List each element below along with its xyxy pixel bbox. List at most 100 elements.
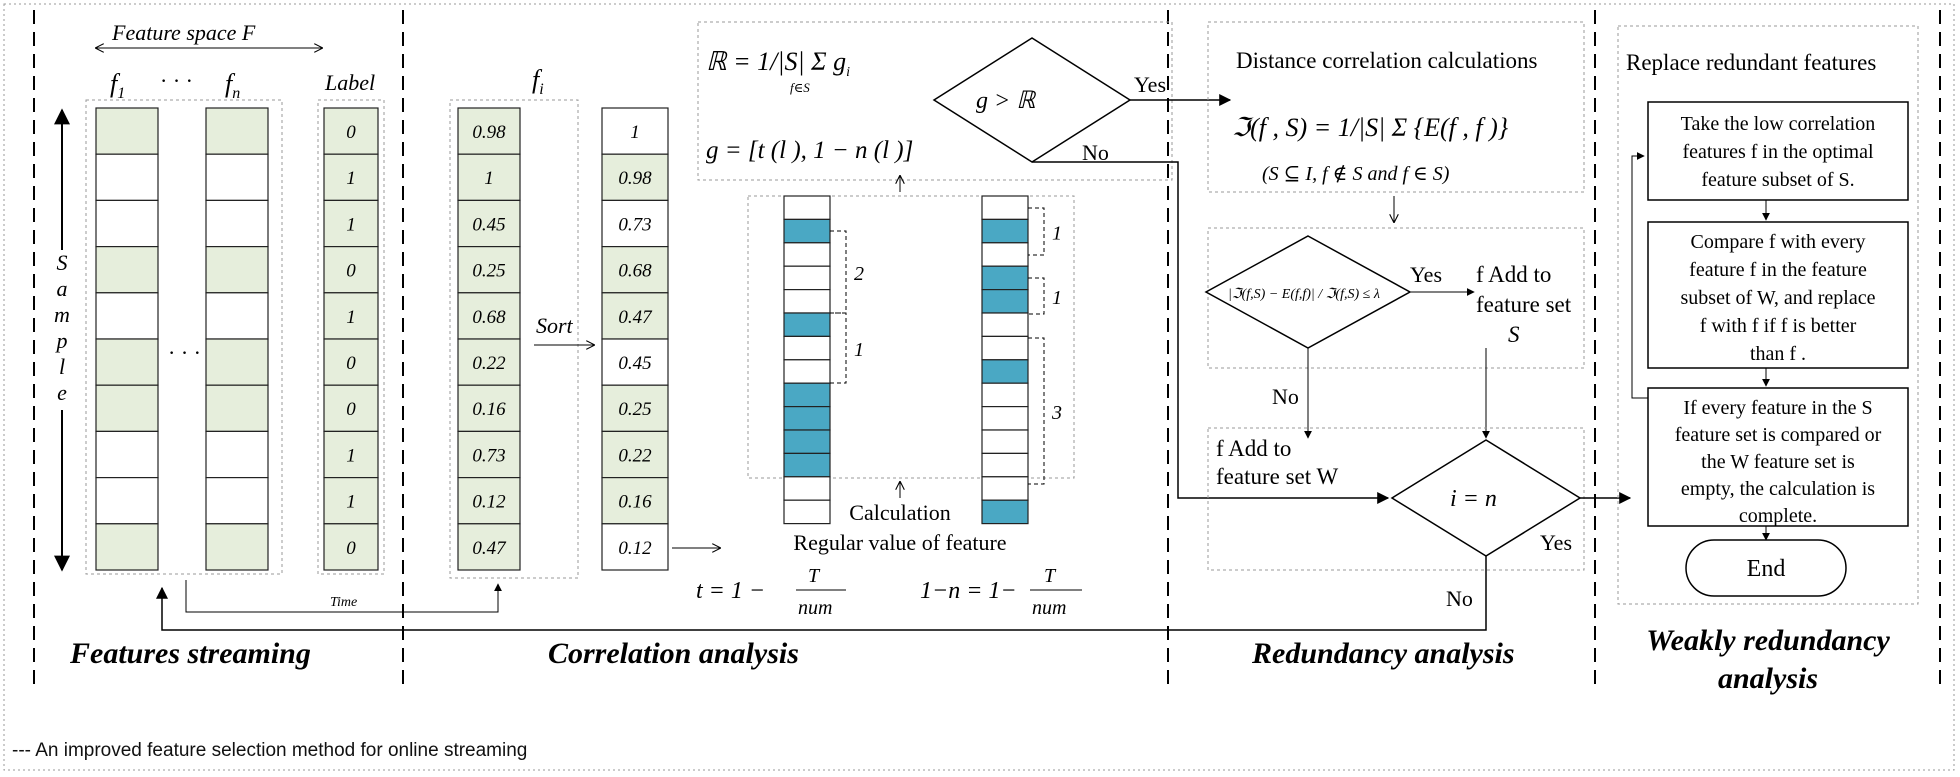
bins-right-column [981,195,1029,525]
sample-label-bg [50,250,74,410]
tv-num: T [808,565,821,587]
colUnsorted-cell [457,199,521,248]
colSorted-value: 0.68 [618,261,652,282]
gap-label: 2 [854,263,864,285]
colA-cell [95,246,159,294]
binsLeft-bin [783,452,831,478]
sample-letter: m [54,302,70,327]
colA-cell [95,384,159,433]
colLabel-value: 0 [346,353,356,374]
colSorted-value: 0.98 [618,168,652,189]
wb2-line: feature f in the feature [1689,259,1867,281]
f1-label: f1 [110,69,125,102]
colLabel-cell [323,338,379,386]
colLabel-cell [323,384,379,433]
binsLeft-bin [783,359,831,384]
binsRight-bin [981,476,1029,501]
formula-g: g = [t (l ), 1 − n (l )] [706,137,913,164]
colB-cell [205,430,269,479]
colA-cell [95,477,159,525]
unsorted-border [449,99,579,579]
binsRight-bin [981,218,1029,244]
time-arrow [185,580,502,613]
colB-cell [205,153,269,201]
binsRight-bin [981,265,1029,291]
weak-title: Replace redundant features [1626,50,1876,75]
colA-cell [95,107,159,155]
weak-box-3 [1647,387,1909,527]
weak-box-1-text: Take the low correlation features f in th… [1681,113,1876,191]
bins-border [747,195,1075,479]
weak-loop-arrow [1631,152,1648,399]
binsRight-bin [981,452,1029,478]
sample-letter: a [57,276,68,301]
label-header: Label [324,70,375,95]
colLabel-value: 0 [346,261,356,282]
wb1-line: Take the low correlation [1681,113,1876,135]
features-streaming-section: Feature space F f1 · · · fn Label · · · … [50,20,502,670]
binsLeft-bin [783,289,831,314]
binsLeft-bin [783,242,831,267]
colSorted-value: 0.45 [618,353,651,374]
loop-yes-label: Yes [1540,530,1572,555]
colUnsorted-cell [457,477,521,525]
loop-decision-text: i = n [1450,486,1497,512]
check-formula: |ℑ(f,S) − E(f,f)| / ℑ(f,S) ≤ λ [1228,287,1380,302]
check-box [1207,227,1585,369]
weak-border [1617,25,1919,605]
loop-no-label: No [1446,586,1473,611]
colLabel-value: 1 [346,445,356,466]
matrix-ellipsis: · · · [168,340,201,365]
colLabel-value: 1 [346,307,356,328]
binsRight-bin [981,195,1029,220]
header-ellipsis: · · · [160,68,193,93]
correlation-section: fi 0.9810.450.250.680.220.160.730.120.47… [449,21,1232,670]
colSorted-cell [601,199,669,248]
colUnsorted-value: 0.73 [472,445,505,466]
formula-box [697,21,1173,181]
wb1-line: features f in the optimal [1682,141,1873,163]
feature-column-fn [205,107,269,571]
colLabel-cell [323,153,379,201]
section-title-features-streaming: Features streaming [69,637,311,670]
distance-formula: ℑ(f , S) = 1/|S| Σ {E(f , f )} [1232,113,1509,142]
colUnsorted-value: 0.16 [472,399,506,420]
section-title-weak-2: analysis [1718,662,1818,695]
add-S-line3: S [1508,322,1520,347]
tv-den: num [798,597,832,619]
colUnsorted-value: 0.45 [472,214,505,235]
colB-cell [205,107,269,155]
colSorted-cell [601,338,669,386]
matrix-border [85,99,283,575]
weak-box-2 [1647,221,1909,369]
calc-line2: Regular value of feature [793,530,1006,555]
tv-formula: t = 1 − [696,578,765,604]
binsRight-bin [981,406,1029,431]
distance-title: Distance correlation calculations [1236,48,1537,73]
colUnsorted-cell [457,292,521,340]
gap-bracket [1028,277,1045,315]
wb1-line: feature subset of S. [1701,169,1854,191]
footer-caption: --- An improved feature selection method… [12,740,528,761]
redundancy-section: Distance correlation calculations ℑ(f , … [156,21,1632,670]
check-yes-label: Yes [1410,262,1442,287]
distance-condition: (S ⊆ I, f ∉ S and f ∈ S) [1262,163,1450,185]
sorted-values-column: 10.980.730.680.470.450.250.220.160.12 [601,107,669,571]
colLabel-cell [323,477,379,525]
wb2-line: than f . [1750,343,1806,365]
gap-bracket [830,230,847,314]
colLabel-value: 1 [346,168,356,189]
wb3-line: complete. [1739,505,1817,527]
binsLeft-bin [783,429,831,454]
loop-no-arrow [156,556,1487,631]
colLabel-cell [323,107,379,155]
feature-space-label: Feature space F [111,20,256,45]
colUnsorted-value: 0.22 [472,353,506,374]
gap-label: 1 [1052,287,1062,309]
binsRight-bin [981,242,1029,267]
add-W-line1: f Add to [1216,436,1291,461]
wb3-line: If every feature in the S [1683,397,1872,419]
